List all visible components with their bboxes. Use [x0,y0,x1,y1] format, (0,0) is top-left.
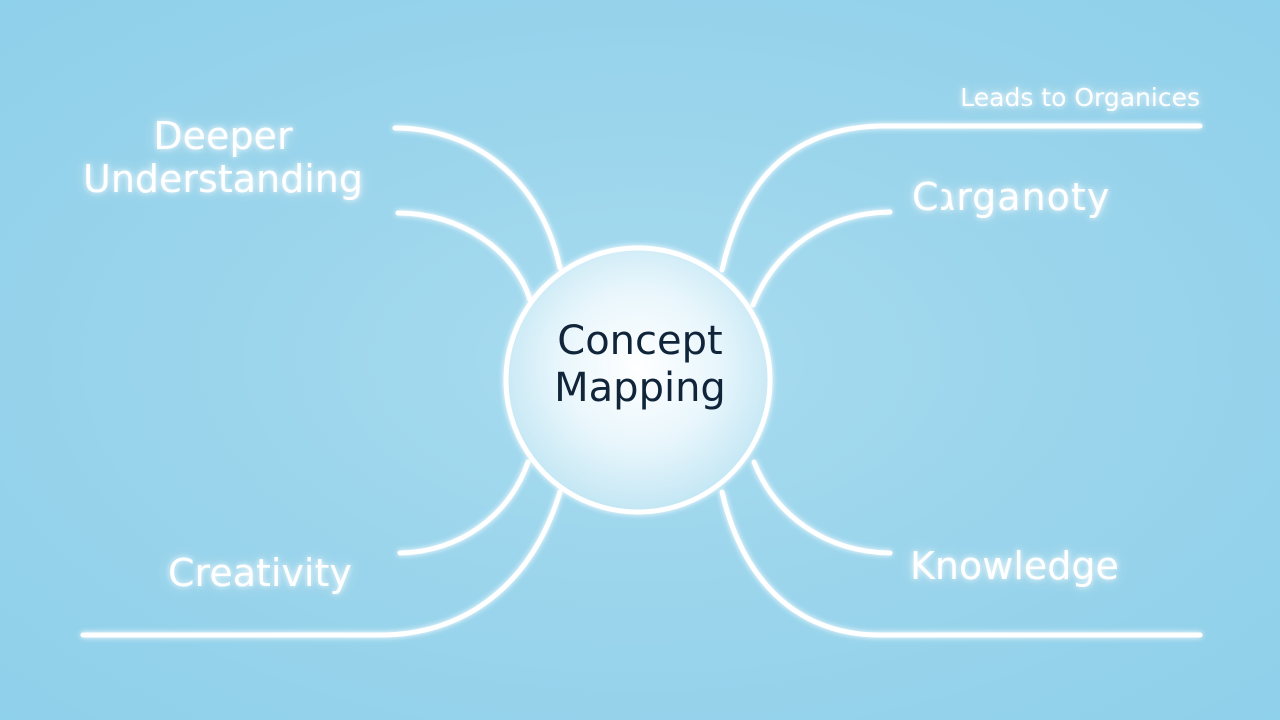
branch-label-deeper-understanding: Deeper Understanding [0,115,446,200]
connector-lower-right-outer [719,489,1203,638]
branch-label-organise: Cגrganoty [912,175,1111,219]
connector-lower-left-outer [80,489,563,638]
connector-upper-right-inner [750,209,893,308]
hub-circle [503,245,773,515]
connector-upper-left-outer [392,125,563,271]
branch-label-deeper-line-1: Deeper [153,114,293,158]
hub-title: Concept Mapping [506,318,774,412]
connector-upper-right-outer [719,123,1203,273]
hub-title-line-1: Concept [557,318,723,364]
connector-upper-left-inner [395,210,533,303]
branch-label-creativity: Creativity [168,551,352,595]
hub-title-line-2: Mapping [554,365,726,412]
connector-lower-left-inner [397,459,531,556]
branch-label-knowledge: Knowledge [910,544,1119,588]
branch-label-deeper-line-2: Understanding [83,156,363,201]
branch-label-leads-to: Leads to Organices [960,83,1200,112]
connector-lower-right-inner [751,459,893,556]
